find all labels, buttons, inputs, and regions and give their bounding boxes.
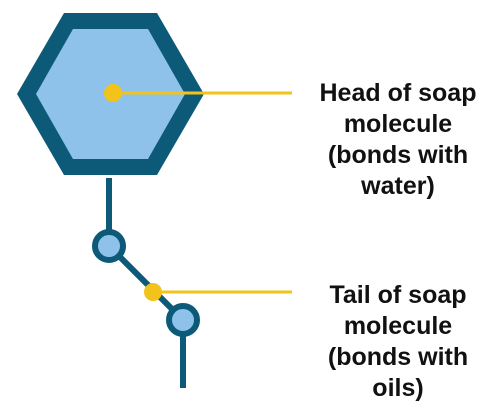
tail-label-line: oils) xyxy=(372,374,424,402)
head-label: Head of soap molecule (bonds with water) xyxy=(300,78,496,202)
tail-label-line: molecule xyxy=(343,312,453,340)
tail-label-line: Tail of soap xyxy=(329,281,467,309)
tail-pointer-dot xyxy=(144,283,162,301)
tail-joint-upper xyxy=(92,229,126,263)
tail-label: Tail of soap molecule (bonds with oils) xyxy=(300,280,496,404)
backbone-segment-2 xyxy=(106,243,186,323)
head-label-line: (bonds with xyxy=(327,141,469,169)
head-pointer-dot xyxy=(104,84,122,102)
tail-label-line: (bonds with xyxy=(327,343,469,371)
head-label-line: molecule xyxy=(343,110,453,138)
tail-joint-lower xyxy=(166,303,200,337)
head-label-line: Head of soap xyxy=(319,79,477,107)
head-label-line: water) xyxy=(361,172,435,200)
